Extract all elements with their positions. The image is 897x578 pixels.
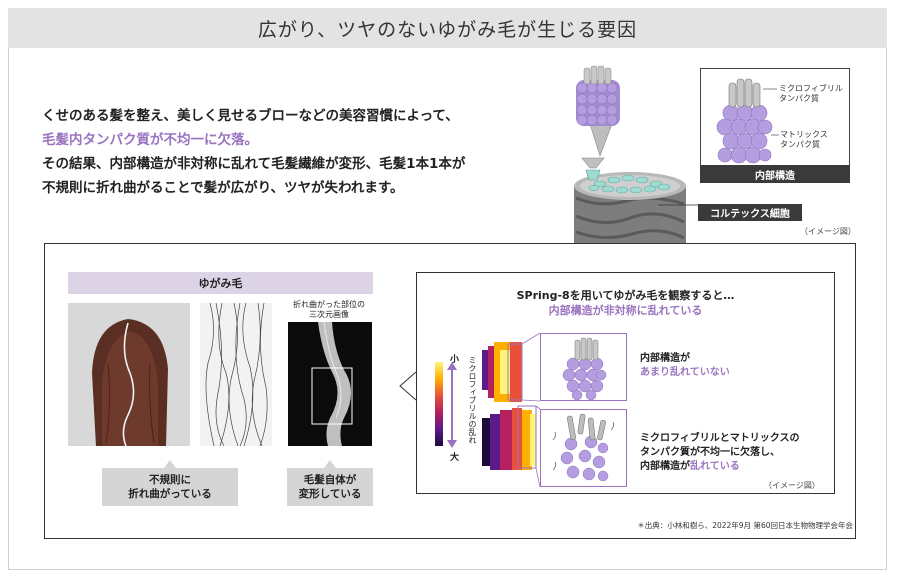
bubble-2-line-2: 変形している	[298, 488, 362, 500]
bubble-hair-deformed: 毛髪自体が 変形している	[287, 468, 373, 506]
source-citation: ＊出典：小林和樹ら、2022年9月 第60回日本生物物理学会年会	[637, 521, 853, 530]
scale-large-label: 大	[450, 453, 460, 463]
bubble-1-line-2: 折れ曲がっている	[128, 488, 212, 500]
intro-line-2-highlight: 毛髪内タンパク質が不均一に欠落。	[42, 132, 258, 148]
microfibril-label-line-1: ミクロフィブリル	[779, 84, 843, 93]
cortex-cells	[588, 174, 671, 194]
page-title: 広がり、ツヤのないゆがみ毛が生じる要因	[257, 18, 638, 41]
matrix-label: マトリックス タンパク質	[780, 130, 828, 150]
microfibril-label: ミクロフィブリル タンパク質	[779, 84, 843, 104]
desc-disordered-line-3b: 乱れている	[690, 461, 740, 472]
microfibril-protein	[728, 78, 761, 108]
xray-heatmap	[482, 342, 537, 470]
desc-ordered: 内部構造が あまり乱れていない	[640, 352, 730, 380]
hair-structure-illustration	[574, 65, 698, 249]
ordered-structure-detail	[540, 333, 627, 401]
scale-arrow-icon	[447, 362, 457, 448]
3d-scan-image	[288, 322, 372, 446]
scan-caption-line-1: 折れ曲がった部位の	[293, 300, 365, 309]
scale-axis-label: ミクロフィブリルの乱れ	[468, 356, 477, 444]
scale-small-label: 小	[450, 355, 460, 365]
desc-disordered-line-3: 内部構造が乱れている	[640, 460, 800, 474]
intro-text: くせのある髪を整え、美しく見せるブローなどの美容習慣によって、 毛髪内タンパク質…	[42, 104, 562, 200]
top-image-note: （イメージ図）	[800, 227, 856, 236]
spring8-image-note: （イメージ図）	[764, 481, 820, 490]
hair-strands-photo	[200, 303, 272, 446]
disorder-color-scale	[435, 362, 443, 446]
spring8-title: SPring-8を用いてゆがみ毛を観察すると… 内部構造が非対称に乱れている	[416, 288, 835, 318]
inner-structure-box	[700, 68, 850, 182]
hair-back-photo	[68, 303, 190, 446]
spring8-title-line-2: 内部構造が非対称に乱れている	[548, 304, 703, 317]
desc-ordered-line-2: あまり乱れていない	[640, 367, 730, 378]
inner-structure-illustration	[716, 78, 779, 164]
matrix-label-line-1: マトリックス	[780, 130, 828, 139]
matrix-label-line-2: タンパク質	[780, 140, 820, 149]
scan-caption-line-2: 三次元画像	[309, 310, 349, 319]
desc-disordered-line-2: タンパク質が不均一に欠落し、	[640, 447, 780, 458]
scan-caption: 折れ曲がった部位の 三次元画像	[284, 300, 374, 320]
bubble-2-line-1: 毛髪自体が	[303, 474, 357, 486]
intro-line-3: その結果、内部構造が非対称に乱れて毛髪繊維が変形、毛髪1本1本が	[42, 156, 466, 172]
matrix-protein	[716, 104, 773, 164]
bubble-1-line-1: 不規則に	[148, 474, 191, 486]
microfibril-label-line-2: タンパク質	[779, 94, 819, 103]
intro-line-1: くせのある髪を整え、美しく見せるブローなどの美容習慣によって、	[42, 108, 459, 124]
desc-ordered-line-1: 内部構造が	[640, 353, 690, 364]
desc-disordered-line-1: ミクロフィブリルとマトリックスの	[640, 433, 800, 444]
cortex-cell-label: コルテックス細胞	[698, 204, 802, 221]
yugami-header: ゆがみ毛	[68, 272, 373, 294]
fibril-bundle	[576, 65, 620, 126]
bubble-irregular-bend: 不規則に 折れ曲がっている	[102, 468, 238, 506]
desc-disordered: ミクロフィブリルとマトリックスの タンパク質が不均一に欠落し、 内部構造が乱れて…	[640, 432, 800, 474]
disordered-structure-detail	[540, 409, 627, 487]
inner-structure-label: 内部構造	[700, 165, 850, 183]
title-bar: 広がり、ツヤのないゆがみ毛が生じる要因	[8, 8, 887, 48]
intro-line-4: 不規則に折れ曲がることで髪が広がり、ツヤが失われます。	[42, 180, 404, 196]
spring8-title-line-1: SPring-8を用いてゆがみ毛を観察すると…	[516, 289, 735, 302]
extracted-cortex-cell	[581, 123, 613, 181]
desc-disordered-line-3a: 内部構造が	[640, 461, 690, 472]
